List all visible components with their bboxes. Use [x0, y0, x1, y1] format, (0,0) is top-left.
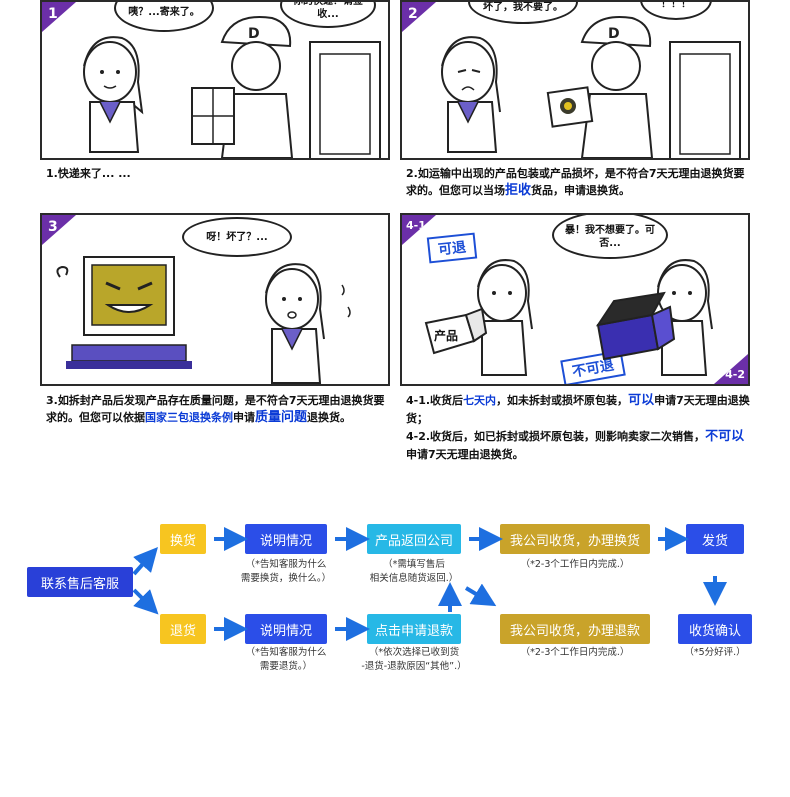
caption-text: ，如未拆封或损坏原包装， [496, 394, 629, 407]
opened-box-icon [595, 291, 676, 361]
company-exchange-note: （*2-3个工作日内完成.） [520, 559, 630, 570]
company-refund-box: 我公司收货，办理退款 [500, 614, 650, 644]
caption-highlight: 不可以 [705, 429, 745, 444]
explain-exchange-box: 说明情况 [245, 524, 327, 554]
note-line: （*告知客服为什么 [245, 559, 327, 570]
angry-computer-icon [56, 256, 192, 369]
explain-exchange-note: （*告知客服为什么 需要换货，换什么。） [222, 558, 350, 586]
arrow-icon [132, 547, 158, 576]
caption-text: 3.如拆封产品后发现产品存在质量问题，是不符合7天无理由退换货要求的。但您可以依… [46, 394, 385, 424]
comic-panel-2: 2 坏了，我不要了。 ！！！ D [400, 0, 750, 160]
caption-text: 4-1.收货后 [406, 394, 464, 407]
note-line: -退货-退款原因“其他”.） [361, 661, 467, 672]
caption-highlight: 质量问题 [255, 410, 308, 425]
return-product-note: （*需填写售后 相关信息随货返回.） [346, 558, 482, 586]
company-exchange-box: 我公司收货，办理换货 [500, 524, 650, 554]
click-refund-note: （*依次选择已收到货 -退货-退款原因“其他”.） [336, 646, 492, 674]
caption-highlight: 拒收 [505, 183, 532, 198]
arrow-icon [464, 583, 497, 607]
receipt-confirm-note: （*5分好评.） [684, 647, 746, 658]
panel-2-caption: 2.如运输中出现的产品包装或产品损坏，是不符合7天无理由退换货要求的。但您可以当… [406, 165, 752, 199]
svg-text:D: D [248, 26, 260, 42]
caption-text: 申请 [233, 411, 255, 424]
note-line: 相关信息随货返回.） [369, 573, 459, 584]
girl-figure [83, 36, 144, 153]
company-refund-note: （*2-3个工作日内完成.） [520, 647, 630, 658]
caption-text: 申请7天无理由退换货； [406, 394, 750, 425]
note-line: （*告知客服为什么 [245, 647, 327, 658]
caption-text: 4-2.收货后，如已拆封或损坏原包装，则影响卖家二次销售， [406, 430, 706, 443]
caption-text: 货品，申请退换货。 [531, 184, 631, 197]
panel-4-caption: 4-1.收货后七天内，如未拆封或损坏原包装，可以申请7天无理由退换货； 4-2.… [406, 392, 752, 464]
courier-figure: D [546, 16, 741, 158]
caption-text: 退换货。 [307, 411, 352, 424]
exchange-box: 换货 [160, 524, 206, 554]
refund-box: 退货 [160, 614, 206, 644]
caption-text: 2.如运输中出现的产品包装或产品损坏，是不符合7天无理由退换货要求的。但您可以当… [406, 167, 745, 197]
explain-refund-note: （*告知客服为什么 需要退货。） [222, 646, 350, 674]
note-line: 需要退货。） [259, 661, 313, 672]
caption-highlight: 可以 [628, 393, 655, 408]
ship-box: 发货 [686, 524, 744, 554]
explain-refund-box: 说明情况 [245, 614, 327, 644]
product-box-label: 产品 [434, 329, 459, 343]
courier-figure: D [191, 16, 381, 158]
receipt-confirm-box: 收货确认 [678, 614, 752, 644]
caption-highlight: 国家三包退换条例 [145, 411, 233, 424]
panel-3-caption: 3.如拆封产品后发现产品存在质量问题，是不符合7天无理由退换货要求的。但您可以依… [46, 392, 386, 426]
contact-service-box: 联系售后客服 [27, 567, 133, 597]
click-refund-box: 点击申请退款 [367, 614, 461, 644]
return-product-box: 产品返回公司 [367, 524, 461, 554]
caption-highlight: 七天内 [463, 394, 497, 407]
note-line: （*依次选择已收到货 [368, 647, 460, 658]
comic-panel-1: 1 咦？...寄来了。 你的快递？请签收... D [40, 0, 390, 160]
speech-bubble-girl: 呀！坏了？... [182, 217, 292, 257]
note-line: 需要换货，换什么。） [240, 573, 332, 584]
comic-panel-3: 3 呀！坏了？... [40, 213, 390, 386]
product-box-icon [424, 307, 488, 355]
speech-bubble-girl: 暴！我不想要了。可否... [552, 215, 668, 259]
arrow-icon [132, 588, 159, 615]
caption-text: 申请7天无理由退换货。 [406, 448, 524, 461]
svg-text:D: D [608, 26, 620, 42]
girl-figure [441, 36, 501, 153]
comic-panel-4: 4-1 4-2 可退 不可退 暴！我不想要了。可否... 产品 [400, 213, 750, 386]
panel-1-caption: 1.快递来了... ... [46, 167, 131, 180]
note-line: （*需填写售后 [383, 559, 445, 570]
girl-figure [265, 263, 351, 384]
